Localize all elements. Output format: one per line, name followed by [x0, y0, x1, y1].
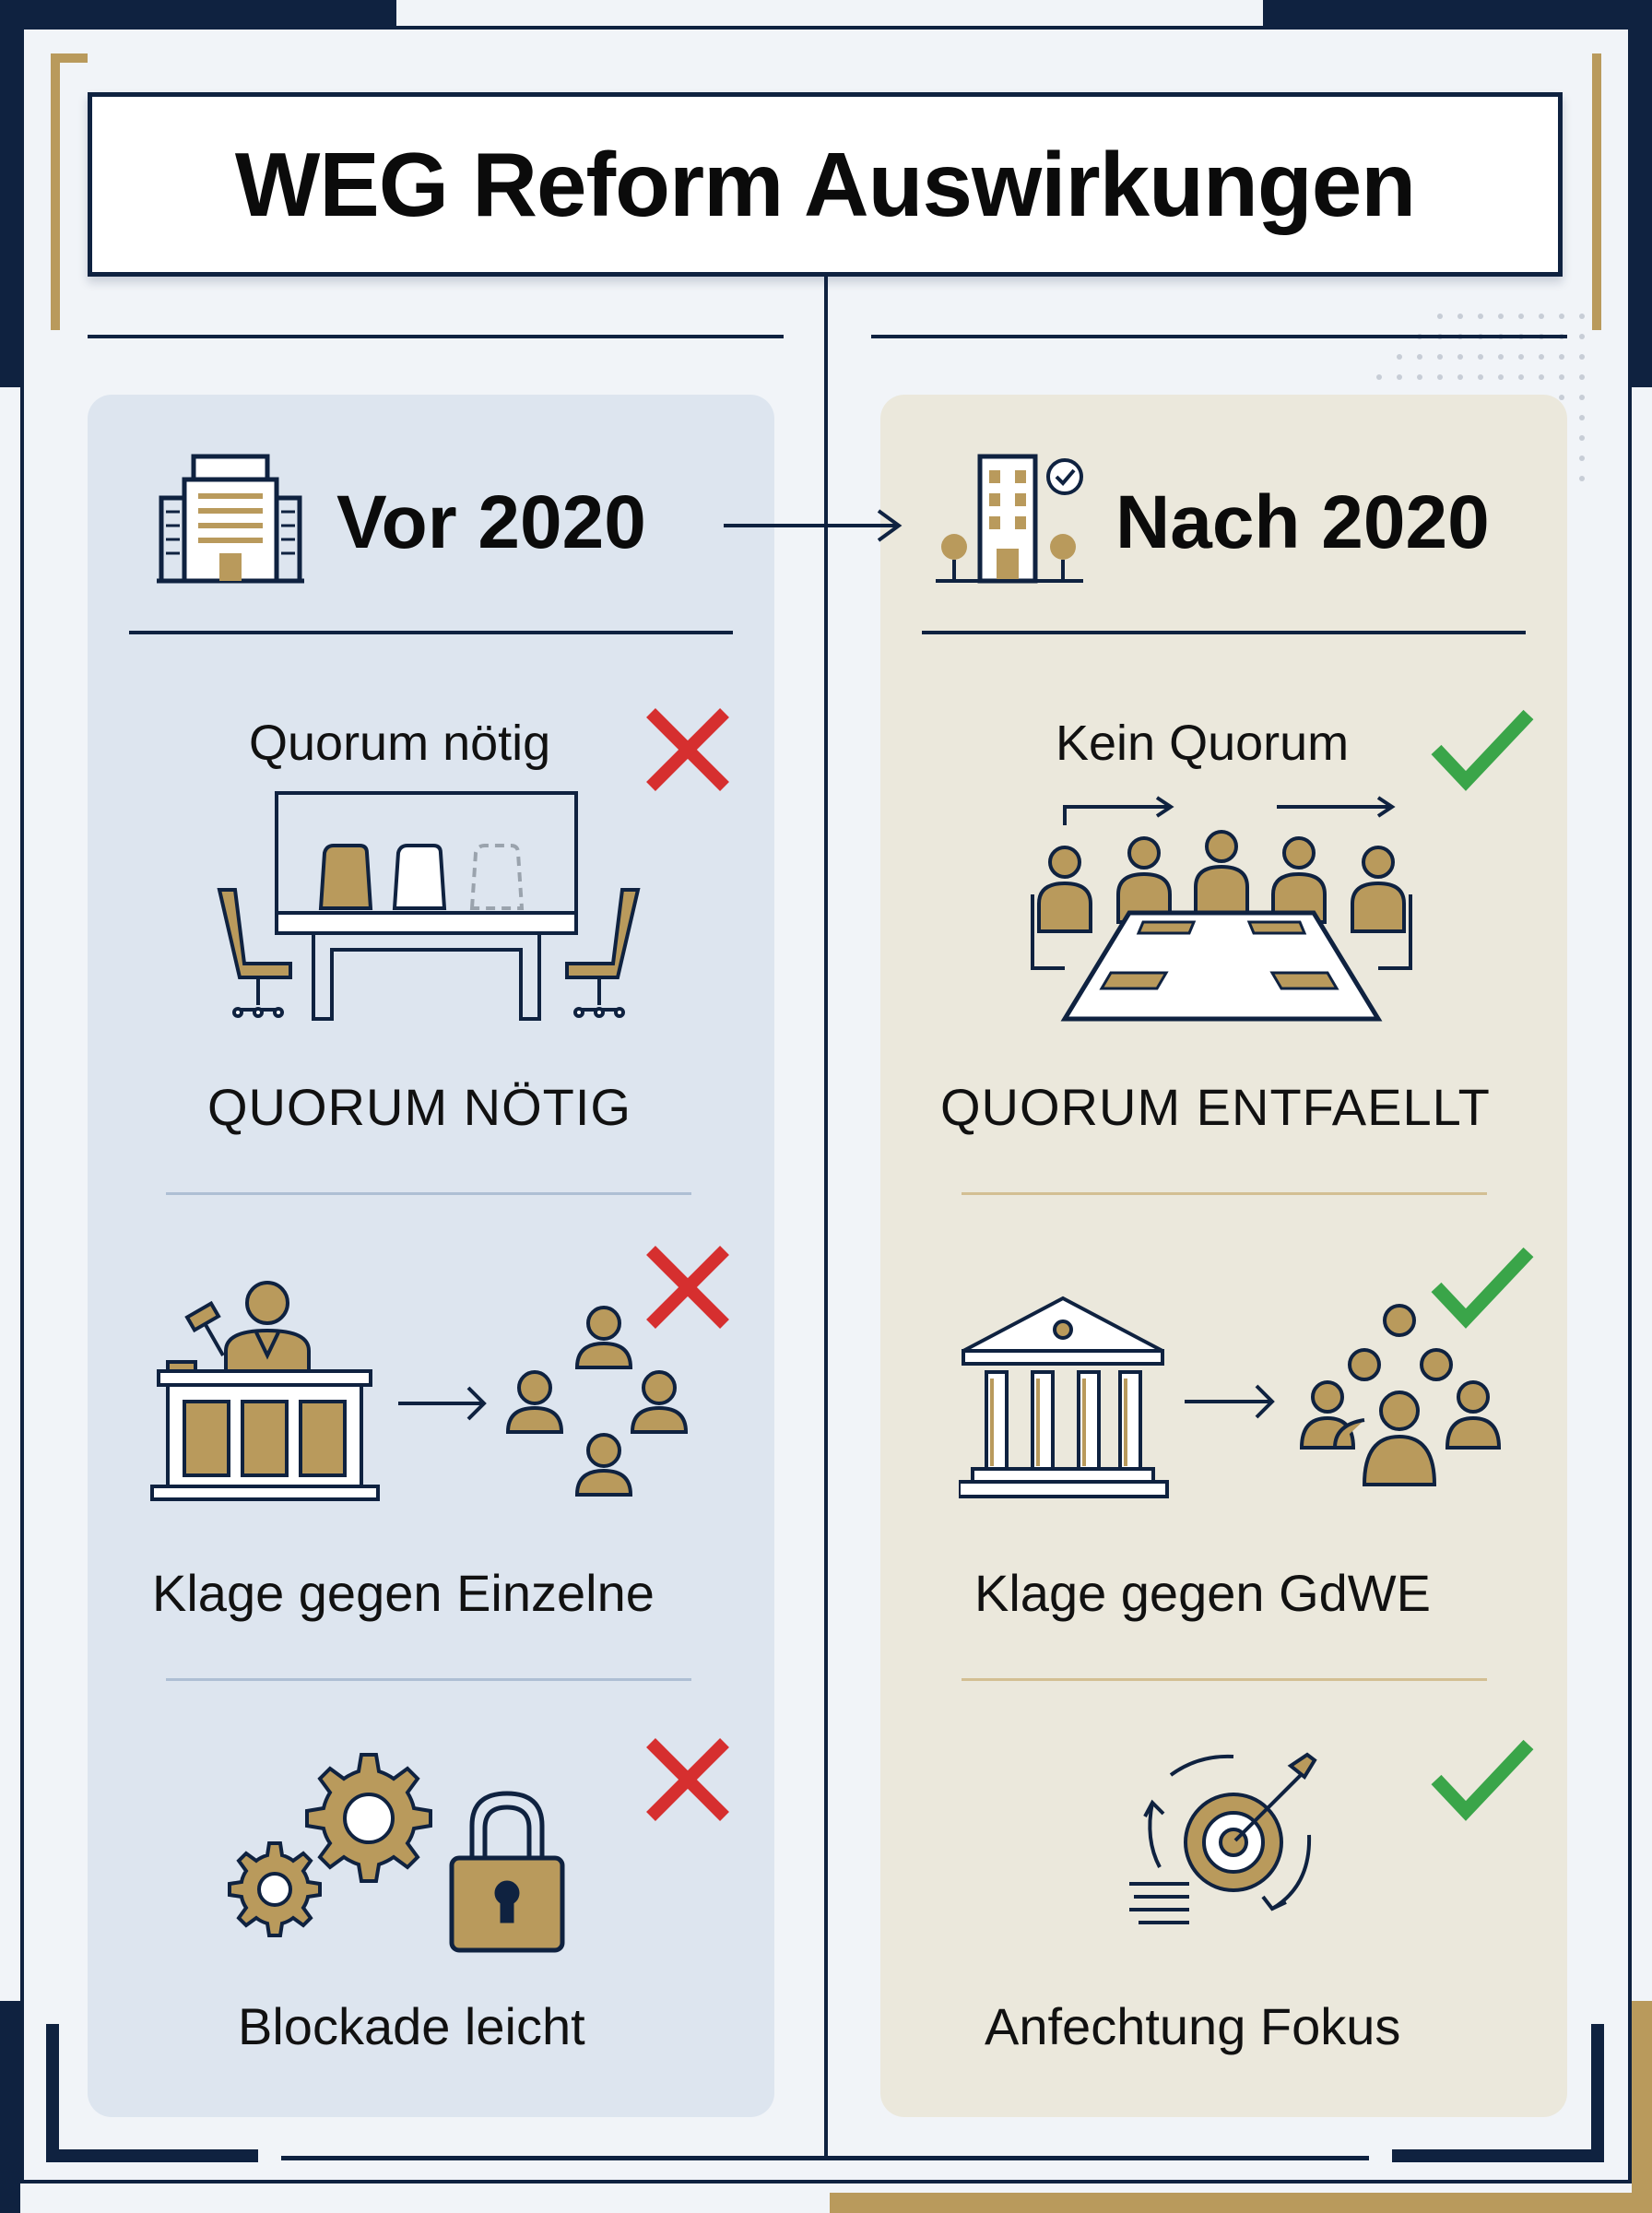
corner-tl-navy	[0, 0, 396, 26]
corner-br-gold	[1632, 2001, 1652, 2213]
cross-icon	[646, 1246, 729, 1329]
texture-dot	[1518, 314, 1524, 319]
left-rule-top	[88, 335, 784, 338]
divider-before-2	[166, 1678, 691, 1681]
label-quorum-noetig: Quorum nötig	[249, 716, 551, 771]
texture-dot	[1518, 354, 1524, 360]
texture-dot	[1478, 374, 1483, 380]
corner-bl-outer	[0, 2001, 20, 2213]
title-box: WEG Reform Auswirkungen	[88, 92, 1563, 277]
texture-dot	[1579, 354, 1585, 360]
texture-dot	[1397, 374, 1402, 380]
texture-dot	[1579, 334, 1585, 339]
texture-dot	[1498, 314, 1504, 319]
label-kein-quorum: Kein Quorum	[1056, 716, 1350, 771]
corner-tr-navy-v	[1632, 0, 1652, 387]
corner-tl-navy-v	[0, 0, 20, 387]
building-check-icon	[936, 454, 1083, 584]
center-divider	[824, 277, 828, 2158]
right-rule-top	[871, 335, 1567, 338]
texture-dot	[1539, 354, 1544, 360]
texture-dot	[1539, 314, 1544, 319]
page-title: WEG Reform Auswirkungen	[234, 133, 1416, 235]
texture-dot	[1579, 314, 1585, 319]
corner-tr-navy	[1263, 0, 1652, 26]
corner-bl-navy-h	[46, 2149, 258, 2162]
heading-before: Vor 2020	[336, 480, 646, 564]
check-icon	[1431, 1247, 1534, 1329]
texture-dot	[1457, 374, 1463, 380]
corner-tl-gold-h	[51, 53, 88, 63]
texture-dot	[1498, 374, 1504, 380]
texture-dot	[1559, 314, 1564, 319]
frame-outer	[20, 26, 1632, 2183]
caption-blockade-leicht: Blockade leicht	[238, 1997, 585, 2055]
full-meeting-table-icon	[1031, 796, 1412, 1022]
corner-bl-navy	[46, 2024, 59, 2162]
office-building-icon	[157, 454, 304, 584]
bottom-rule	[281, 2156, 1369, 2160]
cross-icon	[646, 1738, 729, 1821]
court-to-community-icon	[959, 1296, 1502, 1498]
texture-dot	[1397, 354, 1402, 360]
texture-dot	[1437, 374, 1443, 380]
corner-br-navy	[1591, 2024, 1604, 2162]
texture-dot	[1559, 354, 1564, 360]
texture-dot	[1437, 314, 1443, 319]
texture-dot	[1579, 395, 1585, 400]
texture-dot	[1376, 374, 1382, 380]
arrow-right-icon	[724, 509, 903, 542]
texture-dot	[1579, 476, 1585, 481]
caption-quorum-noetig: QUORUM NÖTIG	[207, 1078, 631, 1136]
gears-lock-icon	[228, 1753, 565, 1953]
check-icon	[1431, 1739, 1534, 1821]
texture-dot	[1478, 354, 1483, 360]
texture-dot	[1539, 374, 1544, 380]
heading-after: Nach 2020	[1115, 480, 1490, 564]
texture-dot	[1417, 354, 1422, 360]
corner-br-gold-h	[830, 2193, 1652, 2213]
texture-dot	[1518, 374, 1524, 380]
caption-klage-einzelne: Klage gegen Einzelne	[152, 1564, 655, 1622]
heading-rule-before	[129, 631, 733, 634]
corner-tr-gold	[1592, 53, 1601, 330]
caption-anfechtung-fokus: Anfechtung Fokus	[985, 1997, 1401, 2055]
caption-klage-gdwe: Klage gegen GdWE	[974, 1564, 1431, 1622]
corner-tl-gold	[51, 53, 60, 330]
texture-dot	[1437, 354, 1443, 360]
divider-after-1	[962, 1192, 1487, 1195]
divider-after-2	[962, 1678, 1487, 1681]
texture-dot	[1559, 374, 1564, 380]
texture-dot	[1579, 374, 1585, 380]
corner-br-navy-h	[1392, 2149, 1604, 2162]
texture-dot	[1579, 415, 1585, 420]
texture-dot	[1457, 314, 1463, 319]
texture-dot	[1457, 354, 1463, 360]
caption-quorum-entfaellt: QUORUM ENTFAELLT	[940, 1078, 1491, 1136]
judge-to-individuals-icon	[150, 1281, 689, 1501]
check-icon	[1431, 709, 1534, 791]
heading-rule-after	[922, 631, 1526, 634]
texture-dot	[1579, 456, 1585, 461]
texture-dot	[1559, 395, 1564, 400]
empty-meeting-table-icon	[217, 791, 641, 1021]
divider-before-1	[166, 1192, 691, 1195]
texture-dot	[1498, 354, 1504, 360]
target-focus-icon	[1129, 1752, 1317, 1924]
texture-dot	[1417, 374, 1422, 380]
texture-dot	[1478, 314, 1483, 319]
cross-icon	[646, 708, 729, 791]
texture-dot	[1579, 435, 1585, 441]
